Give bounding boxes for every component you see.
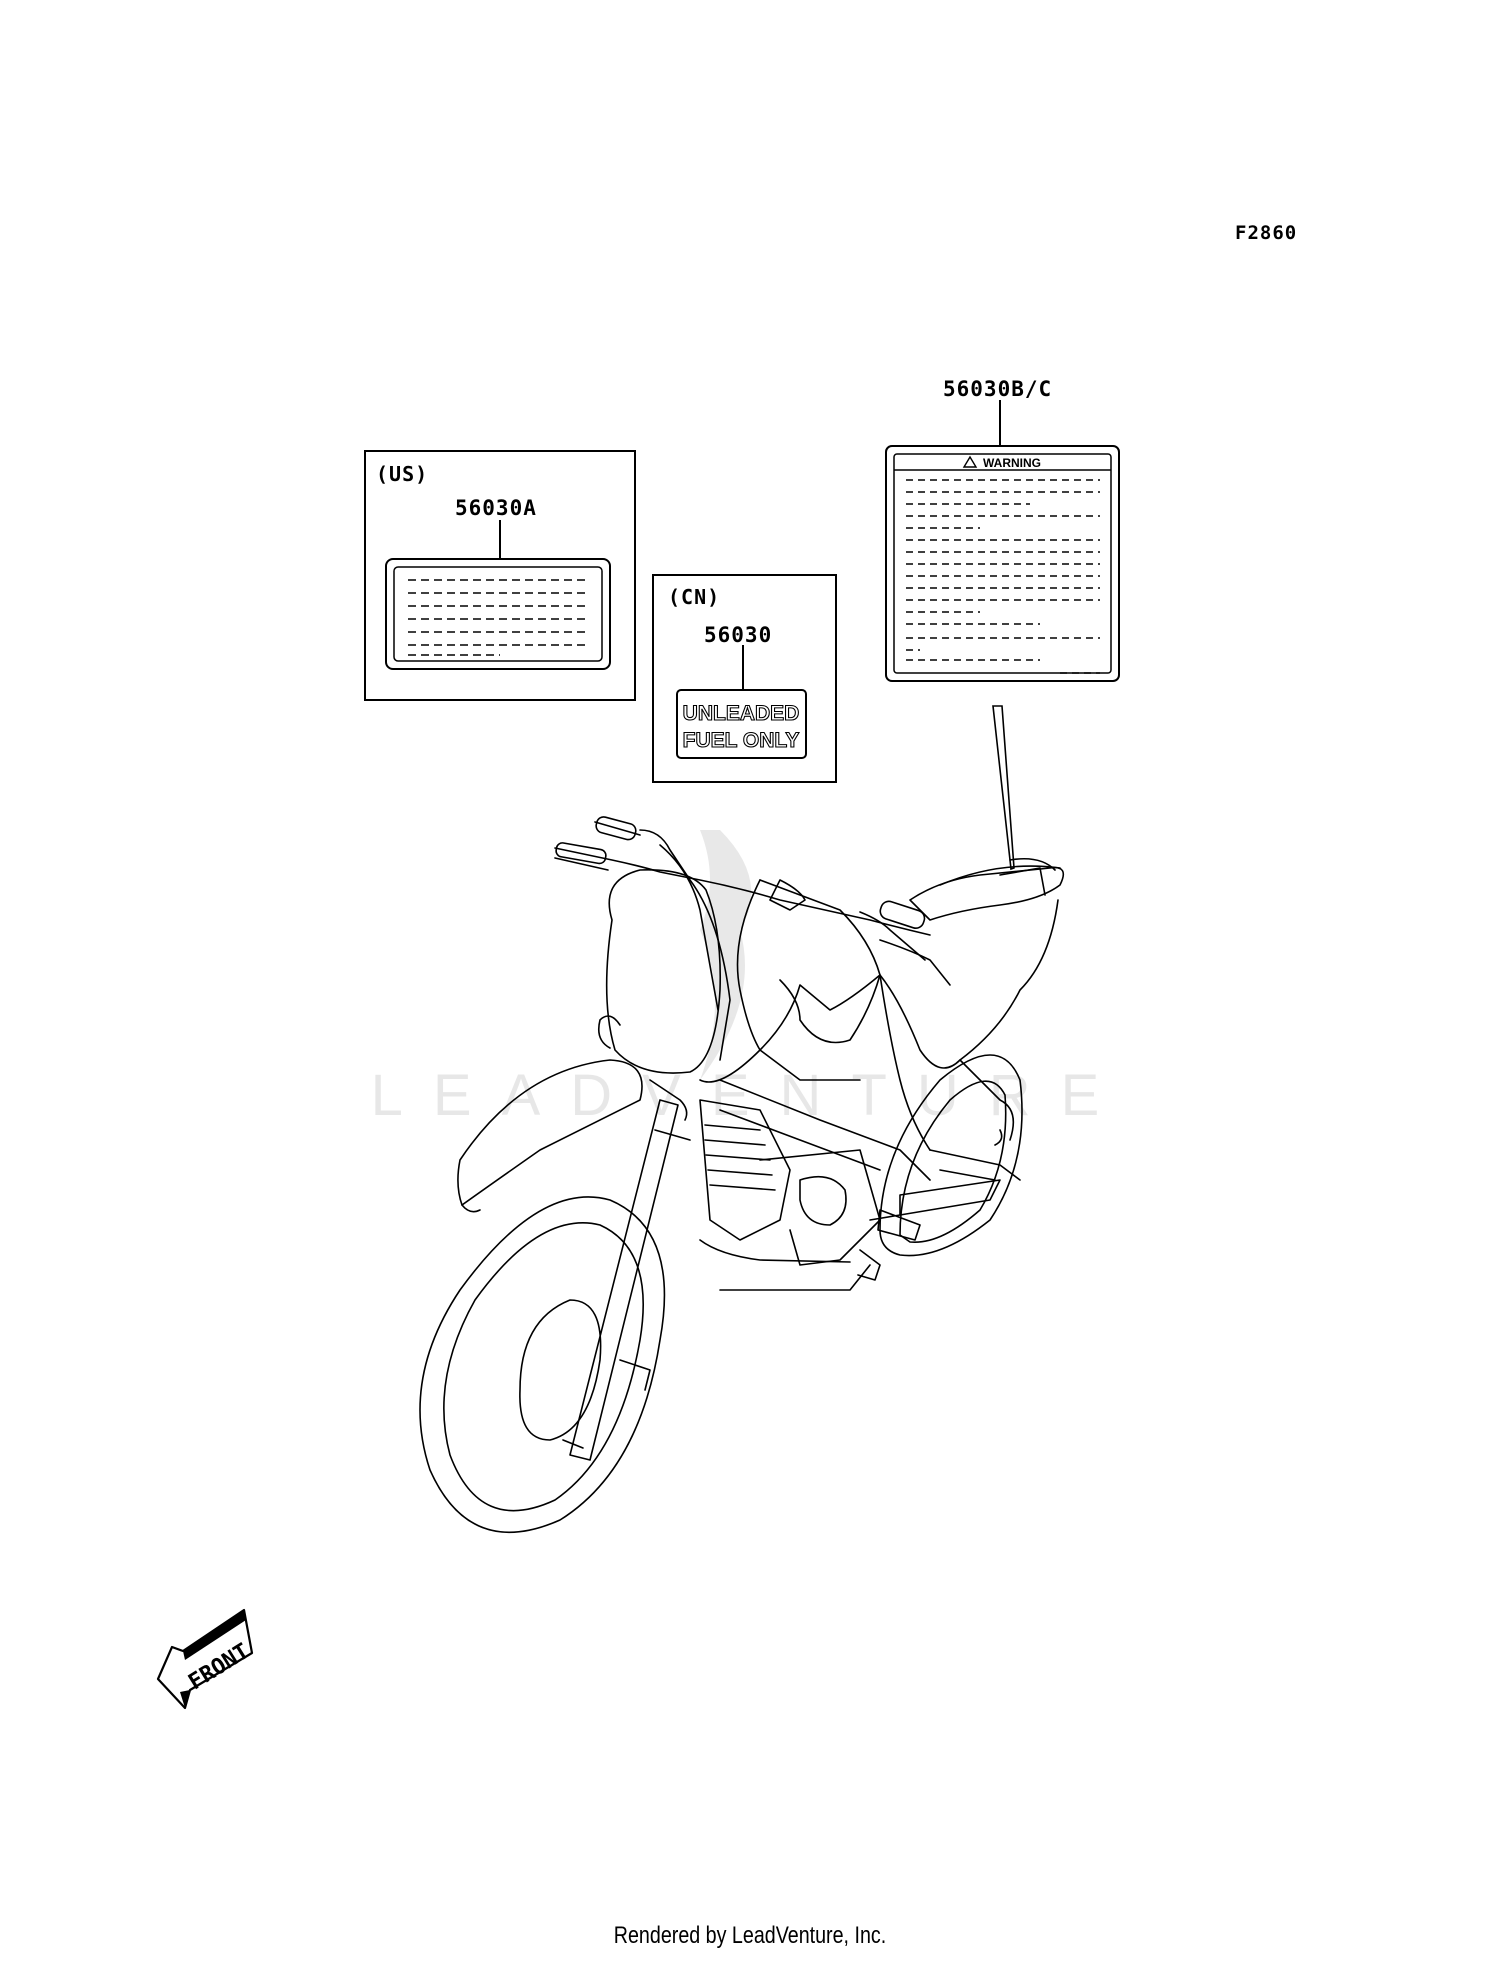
watermark-text: LEADVENTURE bbox=[371, 1063, 1130, 1128]
us-region-tag: (US) bbox=[376, 462, 429, 486]
us-part-number[interactable]: 56030A bbox=[455, 496, 537, 520]
cn-label-line2: FUEL ONLY bbox=[683, 729, 800, 752]
warning-triangle-icon bbox=[962, 455, 978, 468]
cn-label-line1: UNLEADED bbox=[683, 702, 800, 725]
footer-credit: Rendered by LeadVenture, Inc. bbox=[613, 1922, 887, 1949]
warning-label-graphic: WARNING bbox=[885, 400, 1120, 871]
cn-region-tag: (CN) bbox=[668, 585, 721, 609]
warning-part-number[interactable]: 56030B/C bbox=[943, 377, 1053, 401]
dirt-bike-drawing bbox=[419, 816, 1065, 1534]
cn-part-number[interactable]: 56030 bbox=[704, 623, 773, 647]
cn-label-box bbox=[652, 574, 837, 783]
cn-label-graphic: UNLEADED FUEL ONLY bbox=[676, 645, 807, 759]
us-label-graphic bbox=[385, 520, 611, 670]
figure-code: F2860 bbox=[1235, 222, 1298, 244]
front-direction-arrow: FRONT bbox=[156, 1608, 254, 1710]
leadventure-watermark: LEADVENTURE bbox=[371, 830, 1130, 1128]
us-label-box bbox=[364, 450, 636, 701]
warning-heading: WARNING bbox=[983, 456, 1041, 470]
